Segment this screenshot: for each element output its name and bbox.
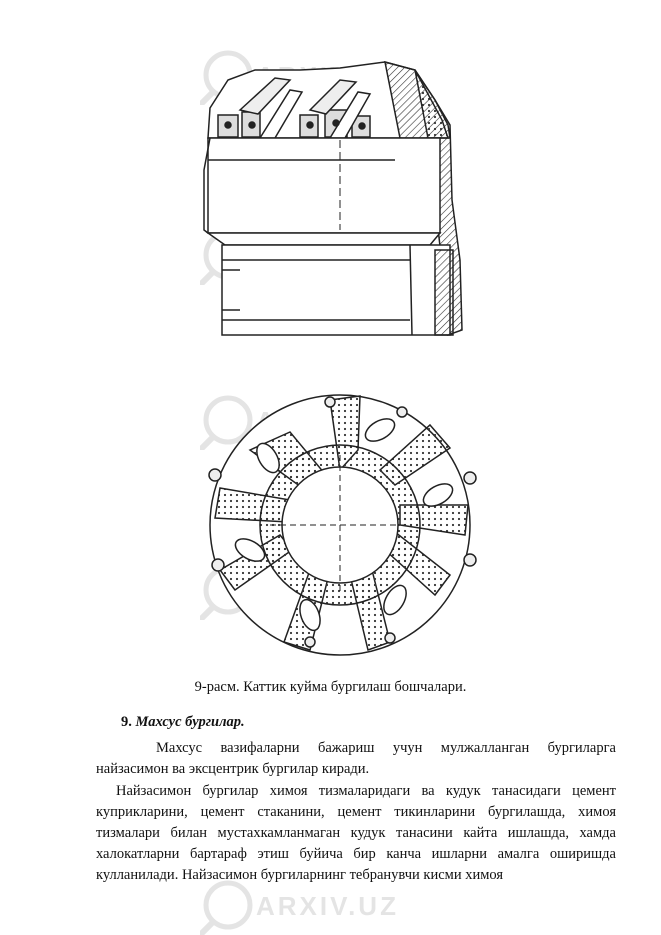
drill-heads-figure: [203, 60, 477, 656]
figure-caption: 9-расм. Каттик куйма бургилаш бошчалари.: [194, 679, 467, 695]
drill-bottom-view: [208, 394, 477, 656]
section-heading: 9. Махсус бургилар.: [121, 714, 245, 731]
drill-side-view: [203, 60, 463, 337]
paragraph: Найзасимон бургилар химоя тизмаларидаги …: [96, 783, 616, 883]
section-number: 9.: [121, 714, 132, 730]
watermark-logo: ARXIV.UZ: [200, 880, 399, 935]
paragraph: Махсус вазифаларни бажариш учун мулжалла…: [96, 740, 616, 777]
watermark-text: ARXIV.UZ: [256, 891, 399, 921]
section-title: Махсус бургилар.: [135, 714, 245, 730]
cutter-teeth: [217, 77, 372, 139]
